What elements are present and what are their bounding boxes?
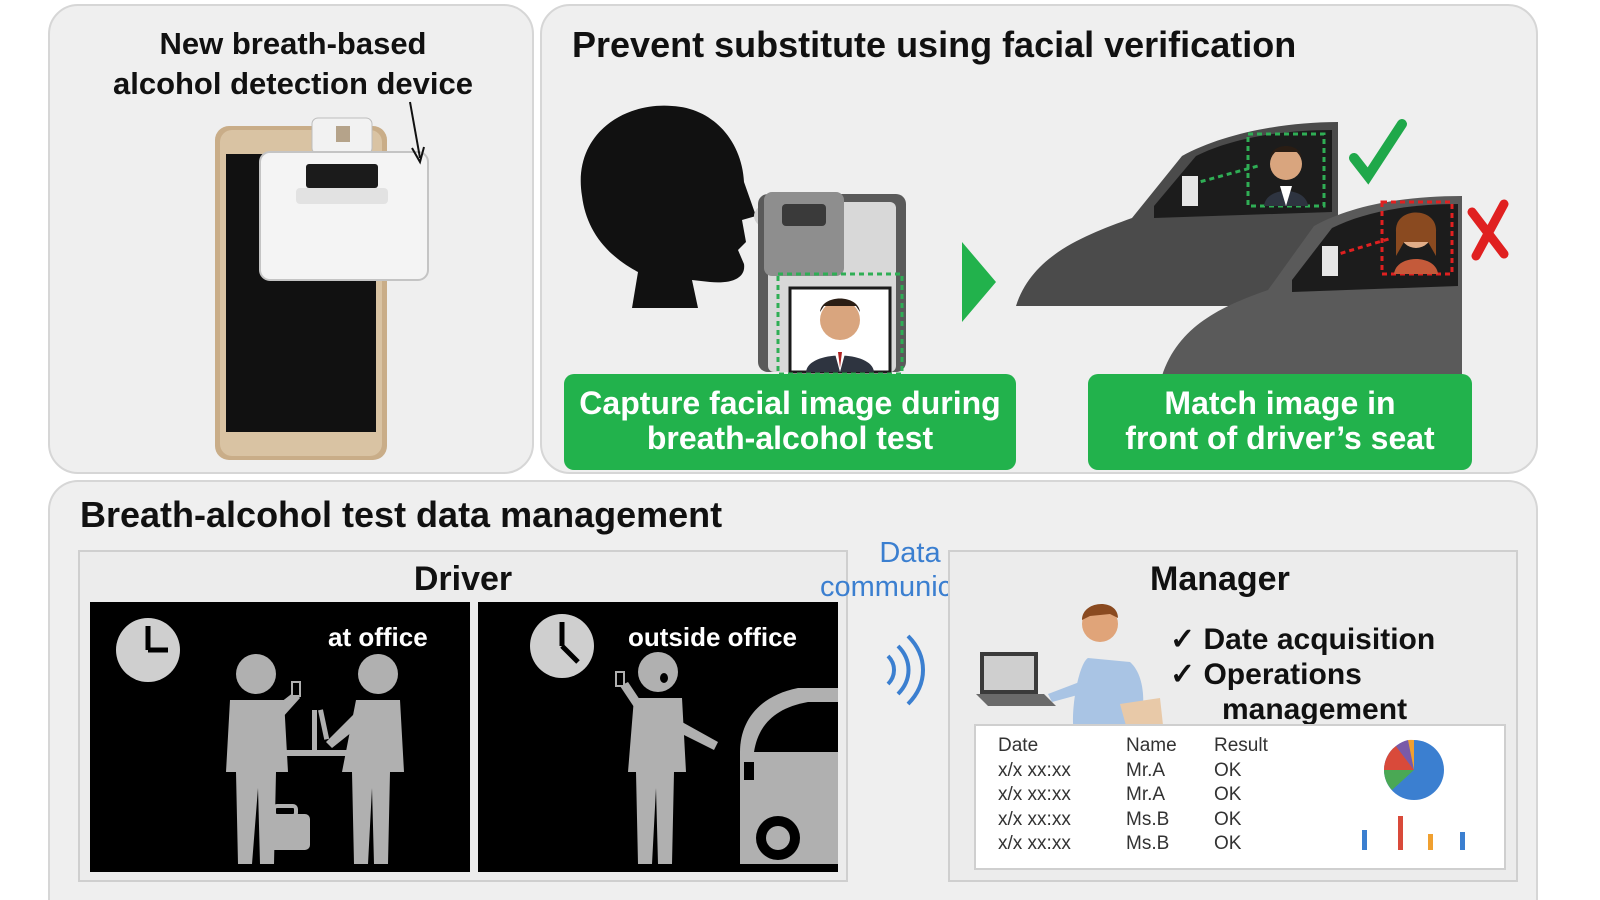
car-correct-driver-icon [1016, 122, 1338, 306]
manager-at-laptop-illustration [976, 603, 1164, 740]
match-label-line2: front of driver’s seat [1125, 420, 1435, 456]
capture-label-line2: breath-alcohol test [646, 420, 934, 456]
manager-title: Manager [1150, 560, 1290, 598]
cell-result: OK [1214, 833, 1242, 854]
checkmark-icon [1349, 119, 1407, 185]
at-office-label: at office [328, 622, 428, 652]
clock-icon [116, 618, 180, 682]
cell-name: Ms.B [1126, 833, 1170, 854]
table-row: x/x xx:xx Mr.A OK [998, 759, 1268, 784]
report-charts [1362, 739, 1465, 850]
column-header-result: Result [1214, 735, 1268, 756]
data-management-title: Breath-alcohol test data management [80, 494, 723, 535]
table-header-row: Date Name Result [998, 734, 1268, 759]
check-item-operations: ✓ Operations [1170, 658, 1362, 691]
manager-section: Manager ✓ Date acquisition ✓ Operations … [948, 550, 1518, 882]
driver-section: Driver [78, 550, 848, 882]
test-records-panel: Date Name Result x/x xx:xx Mr.A OK x/x x… [974, 724, 1506, 870]
smartphone-with-device-illustration [215, 101, 429, 460]
cell-date: x/x xx:xx [998, 784, 1071, 805]
cross-icon [1467, 199, 1509, 261]
facial-verification-illustration [580, 105, 1509, 376]
clock-icon [530, 614, 594, 678]
wireless-signal-icon [886, 634, 925, 706]
facial-verification-panel: Prevent substitute using facial verifica… [540, 4, 1538, 474]
check-item-date-acquisition: ✓ Date acquisition [1170, 623, 1436, 656]
flow-arrow-icon [962, 242, 996, 322]
cell-result: OK [1214, 808, 1242, 830]
bar-chart-icon [1362, 816, 1465, 850]
table-row: x/x xx:xx Ms.B OK [998, 808, 1268, 833]
pie-chart-icon [1384, 739, 1444, 800]
cell-name: Mr.A [1126, 784, 1166, 805]
at-office-illustration [116, 618, 404, 864]
cell-date: x/x xx:xx [998, 833, 1071, 854]
cell-date: x/x xx:xx [998, 759, 1071, 781]
capture-label-line1: Capture facial image during [579, 385, 1001, 421]
test-records-table: Date Name Result x/x xx:xx Mr.A OK x/x x… [998, 734, 1268, 857]
data-comm-line1: Data [879, 537, 941, 569]
device-panel: New breath-based alcohol detection devic… [48, 4, 534, 474]
car-wrong-driver-icon [1162, 196, 1462, 376]
driver-title: Driver [413, 560, 513, 598]
tester-phone-icon [758, 192, 906, 376]
outside-office-scene: outside office [478, 602, 838, 872]
head-silhouette-icon [580, 105, 756, 308]
cell-date: x/x xx:xx [998, 808, 1071, 830]
capture-facial-image-label: Capture facial image during breath-alcoh… [564, 374, 1016, 470]
outside-office-label: outside office [628, 622, 798, 652]
column-header-name: Name [1126, 735, 1177, 756]
manager-check-list: ✓ Date acquisition ✓ Operations manageme… [1170, 622, 1435, 727]
device-title-line1: New breath-based [159, 26, 427, 61]
facial-verification-title: Prevent substitute using facial verifica… [572, 24, 1297, 65]
cell-name: Mr.A [1126, 759, 1166, 781]
cell-result: OK [1214, 784, 1242, 805]
at-office-scene: at office [90, 602, 470, 872]
device-title-line2: alcohol detection device [112, 66, 474, 101]
device-arrow-icon [409, 101, 425, 165]
table-row: x/x xx:xx Ms.B OK [998, 832, 1268, 857]
match-label-line1: Match image in [1164, 385, 1396, 421]
device-title: New breath-based alcohol detection devic… [50, 24, 532, 104]
table-row: x/x xx:xx Mr.A OK [998, 783, 1268, 808]
cell-result: OK [1214, 759, 1242, 781]
data-management-panel: Breath-alcohol test data management Driv… [48, 480, 1538, 900]
cell-name: Ms.B [1126, 808, 1170, 830]
check-item-management: management [1222, 693, 1408, 726]
match-image-label: Match image in front of driver’s seat [1088, 374, 1472, 470]
outside-office-illustration [530, 614, 838, 864]
column-header-date: Date [998, 735, 1039, 756]
